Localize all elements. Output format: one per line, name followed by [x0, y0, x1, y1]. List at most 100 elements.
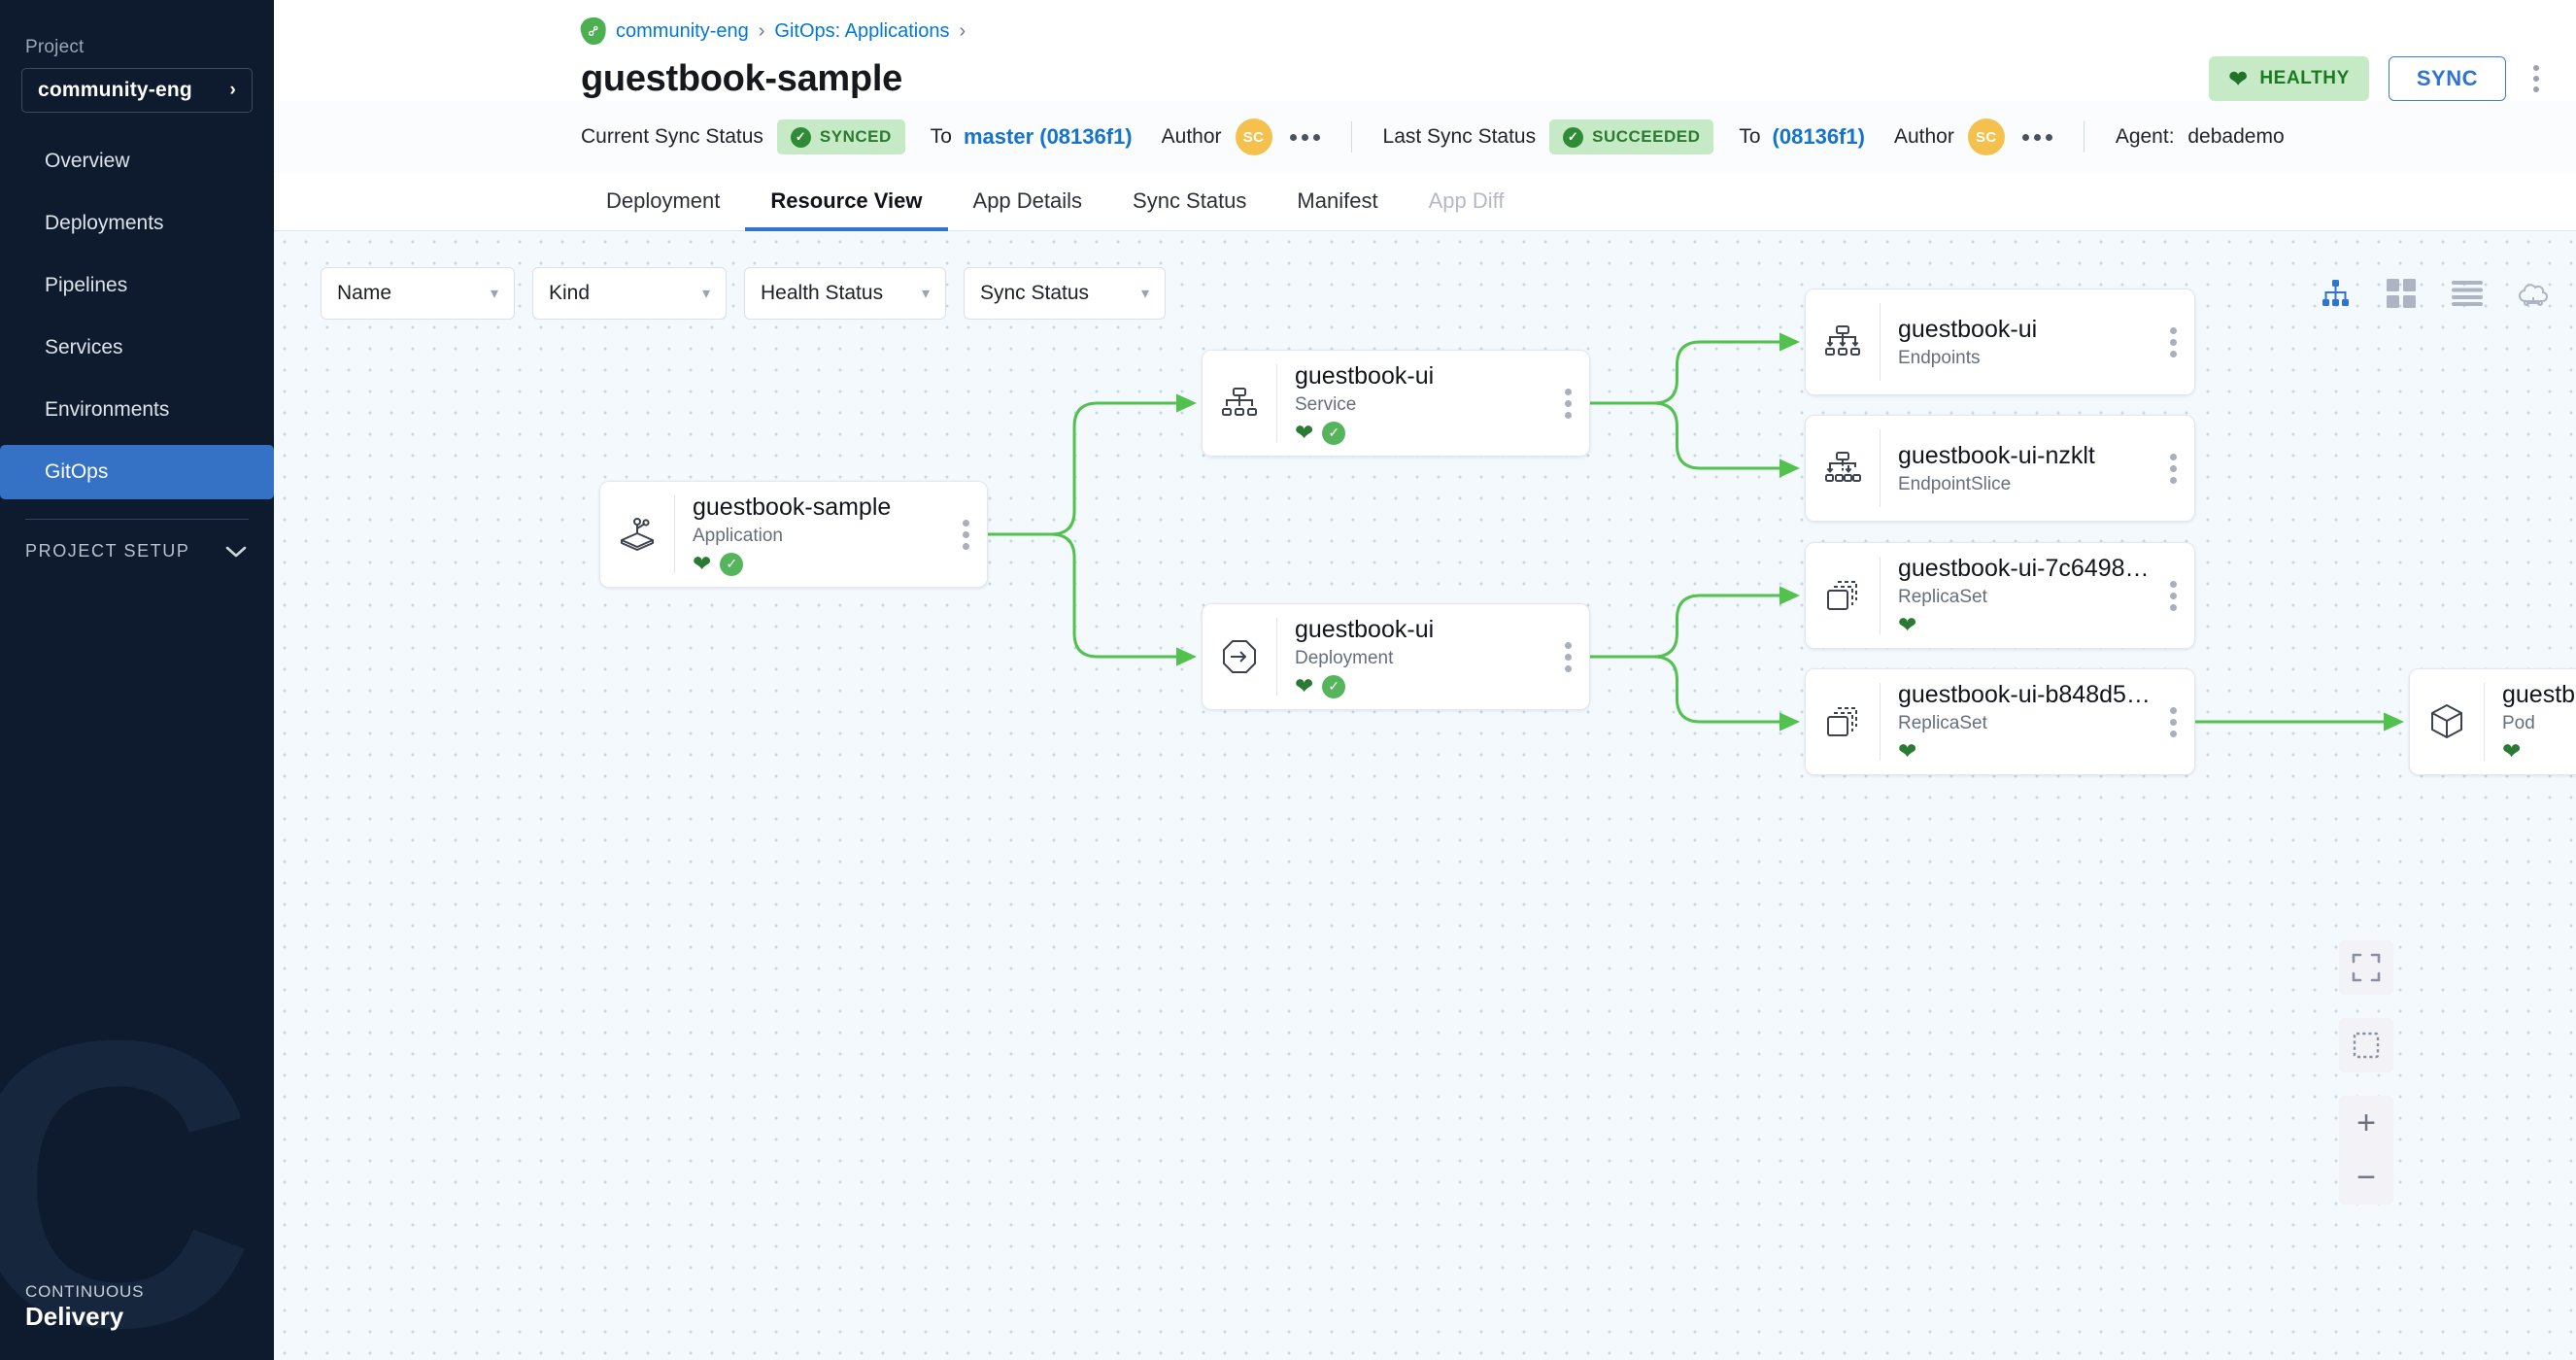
- current-sync-more-icon[interactable]: [1289, 133, 1320, 141]
- node-divider: [1880, 303, 1881, 381]
- project-selector-value: community-eng: [38, 79, 192, 101]
- zoom-in-icon[interactable]: +: [2356, 1104, 2376, 1141]
- fit-screen-icon[interactable]: [2339, 940, 2393, 995]
- current-to-label: To: [930, 125, 952, 148]
- current-author-label: Author: [1161, 125, 1222, 148]
- filter-sync-status[interactable]: Sync Status ▾: [964, 267, 1166, 320]
- tab-app-details[interactable]: App Details: [972, 188, 1083, 213]
- breadcrumb-link-applications[interactable]: GitOps: Applications: [774, 19, 950, 42]
- sidebar-item-overview[interactable]: Overview: [0, 134, 274, 188]
- node-status-badges: ❤ ✓: [1295, 673, 1551, 698]
- graph-node-svc[interactable]: guestbook-ui Service ❤ ✓: [1202, 350, 1590, 457]
- sidebar-item-gitops[interactable]: GitOps: [0, 445, 274, 499]
- sidebar-divider: [25, 519, 249, 520]
- graph-edge-app-to-dep: [988, 532, 1197, 666]
- node-more-options-icon[interactable]: [1565, 388, 1589, 419]
- node-name: guestbook-ui: [1295, 615, 1435, 643]
- node-kind: EndpointSlice: [1898, 473, 2012, 494]
- tab-sync-status[interactable]: Sync Status: [1133, 188, 1247, 213]
- sidebar-item-environments[interactable]: Environments: [0, 383, 274, 437]
- node-kind: Endpoints: [1898, 347, 1981, 368]
- endpoints-icon: [1806, 322, 1880, 362]
- node-divider: [1880, 683, 1881, 761]
- node-more-options-icon[interactable]: [2170, 326, 2194, 357]
- sync-status-bar: Current Sync Status ✓ SYNCED To master (…: [274, 101, 2576, 173]
- graph-node-rs2[interactable]: guestbook-ui-b848d5d9d ReplicaSet ❤: [1805, 668, 2195, 775]
- chevron-down-icon: [225, 546, 247, 557]
- graph-node-eps[interactable]: guestbook-ui-nzklt EndpointSlice: [1805, 415, 2195, 522]
- agent-info: Agent: debademo: [2116, 125, 2285, 149]
- sidebar-footer-logo: CONTINUOUS Delivery: [25, 1282, 144, 1333]
- tab-manifest[interactable]: Manifest: [1297, 188, 1378, 213]
- tab-deployment[interactable]: Deployment: [606, 188, 721, 213]
- network-view-icon[interactable]: [2514, 274, 2553, 313]
- node-status-badges: ❤: [2502, 740, 2576, 763]
- graph-node-dep[interactable]: guestbook-ui Deployment ❤ ✓: [1202, 603, 1590, 710]
- grid-view-icon[interactable]: [2382, 274, 2421, 313]
- node-body: guestbook-ui-nzklt EndpointSlice: [1881, 442, 2170, 495]
- select-area-icon[interactable]: [2339, 1018, 2393, 1072]
- sidebar-item-label: Services: [45, 336, 123, 358]
- resource-graph-canvas[interactable]: guestbook-sample Application ❤ ✓ guestbo…: [274, 231, 2576, 1360]
- current-revision-link[interactable]: master (08136f1): [963, 124, 1133, 149]
- tab-app-diff: App Diff: [1428, 188, 1505, 213]
- node-more-options-icon[interactable]: [963, 519, 987, 550]
- node-body: guestbook-ui Endpoints: [1881, 316, 2170, 369]
- node-more-options-icon[interactable]: [2170, 453, 2194, 484]
- filter-name[interactable]: Name ▾: [321, 267, 515, 320]
- graph-edge-dep-to-rs1: [1590, 586, 1800, 659]
- check-circle-icon: ✓: [720, 552, 744, 576]
- node-more-options-icon[interactable]: [2170, 706, 2194, 737]
- last-revision-link[interactable]: (08136f1): [1772, 124, 1865, 149]
- last-sync-more-icon[interactable]: [2021, 133, 2052, 141]
- argo-logo-icon: [579, 16, 608, 47]
- top-bar: community-eng › GitOps: Applications › g…: [274, 0, 2576, 101]
- avatar: SC: [1967, 119, 2005, 155]
- node-name: guestbook-ui: [1295, 361, 1435, 390]
- check-circle-icon: ✓: [1322, 421, 1346, 445]
- zoom-out-icon[interactable]: −: [2356, 1158, 2376, 1196]
- list-view-icon[interactable]: [2448, 274, 2487, 313]
- header-more-options-icon[interactable]: [2525, 61, 2547, 96]
- breadcrumb: community-eng › GitOps: Applications ›: [579, 16, 2576, 47]
- filter-health-status[interactable]: Health Status ▾: [744, 267, 946, 320]
- graph-node-app[interactable]: guestbook-sample Application ❤ ✓: [599, 481, 988, 588]
- chevron-down-icon: ▾: [490, 286, 498, 302]
- node-more-options-icon[interactable]: [2170, 580, 2194, 611]
- main-content: community-eng › GitOps: Applications › g…: [274, 0, 2576, 1360]
- filter-label: Name: [337, 282, 392, 304]
- endpointslice-icon: [1806, 448, 1880, 489]
- node-name: guestbook-ui-7c64987dc9: [1898, 555, 2156, 582]
- last-sync-status-label: Last Sync Status: [1382, 125, 1537, 148]
- divider: [1350, 121, 1352, 153]
- node-status-badges: ❤ ✓: [1295, 420, 1551, 445]
- sidebar-nav: Overview Deployments Pipelines Services …: [0, 134, 274, 499]
- graph-node-rs1[interactable]: guestbook-ui-7c64987dc9 ReplicaSet ❤: [1805, 542, 2195, 649]
- node-body: guestbook-ui-7c64987dc9 ReplicaSet ❤: [1881, 555, 2170, 636]
- heart-icon: ❤: [1295, 420, 1314, 445]
- sync-button[interactable]: SYNC: [2388, 56, 2506, 101]
- node-body: guestbook-ui Service ❤ ✓: [1277, 362, 1565, 445]
- breadcrumb-link-project[interactable]: community-eng: [616, 19, 749, 42]
- filter-kind[interactable]: Kind ▾: [532, 267, 727, 320]
- graph-node-pod[interactable]: guestbook-ui-b848d5d9... Pod ❤: [2409, 668, 2576, 775]
- sidebar-item-services[interactable]: Services: [0, 321, 274, 375]
- sidebar-item-deployments[interactable]: Deployments: [0, 196, 274, 251]
- agent-value: debademo: [2187, 125, 2285, 148]
- replicaset-icon: [1806, 575, 1880, 616]
- node-more-options-icon[interactable]: [1565, 641, 1589, 672]
- heart-icon: ❤: [2228, 65, 2249, 91]
- tree-view-icon[interactable]: [2316, 274, 2355, 313]
- node-kind: Application: [693, 525, 783, 546]
- node-status-badges: ❤: [1898, 614, 2156, 636]
- sidebar-project-setup[interactable]: PROJECT SETUP: [21, 537, 253, 561]
- tab-resource-view[interactable]: Resource View: [745, 173, 948, 231]
- divider: [2083, 121, 2085, 153]
- project-selector[interactable]: community-eng ›: [21, 68, 253, 113]
- pod-icon: [2410, 701, 2484, 742]
- graph-edge-dep-to-rs2: [1590, 655, 1800, 731]
- sidebar-item-pipelines[interactable]: Pipelines: [0, 258, 274, 313]
- node-body: guestbook-ui-b848d5d9d ReplicaSet ❤: [1881, 681, 2170, 763]
- heart-icon: ❤: [1295, 673, 1314, 698]
- graph-node-ep[interactable]: guestbook-ui Endpoints: [1805, 289, 2195, 395]
